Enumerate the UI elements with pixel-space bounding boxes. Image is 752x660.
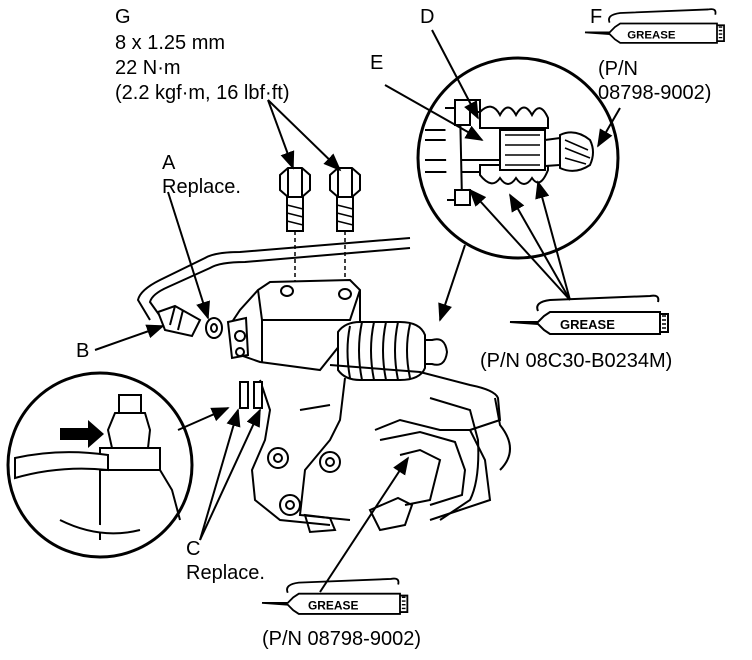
label-g-torque-alt: (2.2 kgf·m, 16 lbf·ft) bbox=[115, 82, 290, 104]
grease-pn-bottom: (P/N 08798-9002) bbox=[262, 628, 421, 650]
label-b-letter: B bbox=[76, 340, 90, 362]
slave-cylinder bbox=[226, 278, 361, 372]
label-a-letter: A bbox=[162, 152, 176, 174]
pushrod-tip bbox=[424, 338, 449, 366]
mounting-bolt-1 bbox=[279, 167, 311, 290]
grease-tube-label: GREASE bbox=[560, 317, 615, 332]
leader-lines bbox=[94, 29, 621, 593]
label-c-letter: C bbox=[186, 538, 201, 560]
transmission-housing bbox=[250, 364, 511, 534]
clutch-pipe bbox=[136, 237, 411, 321]
detail-view-clip-removal bbox=[6, 371, 194, 559]
label-c-replace: Replace. bbox=[186, 562, 265, 584]
mounting-bolt-2 bbox=[329, 167, 361, 290]
label-f-pn-line2: 08798-9002) bbox=[598, 82, 712, 104]
grease-pn-boot: (P/N 08C30-B0234M) bbox=[480, 350, 673, 372]
label-a-replace: Replace. bbox=[162, 176, 241, 198]
label-f-letter: F bbox=[590, 6, 603, 28]
grease-tube-boot: GREASE bbox=[509, 294, 669, 335]
dust-boot bbox=[337, 321, 426, 381]
grease-tube-bottom: GREASE bbox=[261, 577, 409, 615]
grease-tube-f: GREASE bbox=[584, 8, 725, 44]
detail-view-boot bbox=[416, 56, 620, 260]
pipe-clips bbox=[239, 381, 263, 409]
label-f-pn-line1: (P/N bbox=[598, 58, 638, 80]
sealing-washer bbox=[205, 317, 223, 339]
grease-tube-label: GREASE bbox=[308, 598, 359, 612]
flare-nut-fitting bbox=[156, 304, 202, 338]
label-g-torque-nm: 22 N·m bbox=[115, 57, 181, 79]
label-e-letter: E bbox=[370, 52, 384, 74]
direction-arrow-icon bbox=[60, 420, 104, 448]
grease-tube-label: GREASE bbox=[627, 29, 676, 41]
label-g-letter: G bbox=[115, 6, 131, 28]
label-g-bolt-size: 8 x 1.25 mm bbox=[115, 32, 226, 54]
label-d-letter: D bbox=[420, 6, 435, 28]
